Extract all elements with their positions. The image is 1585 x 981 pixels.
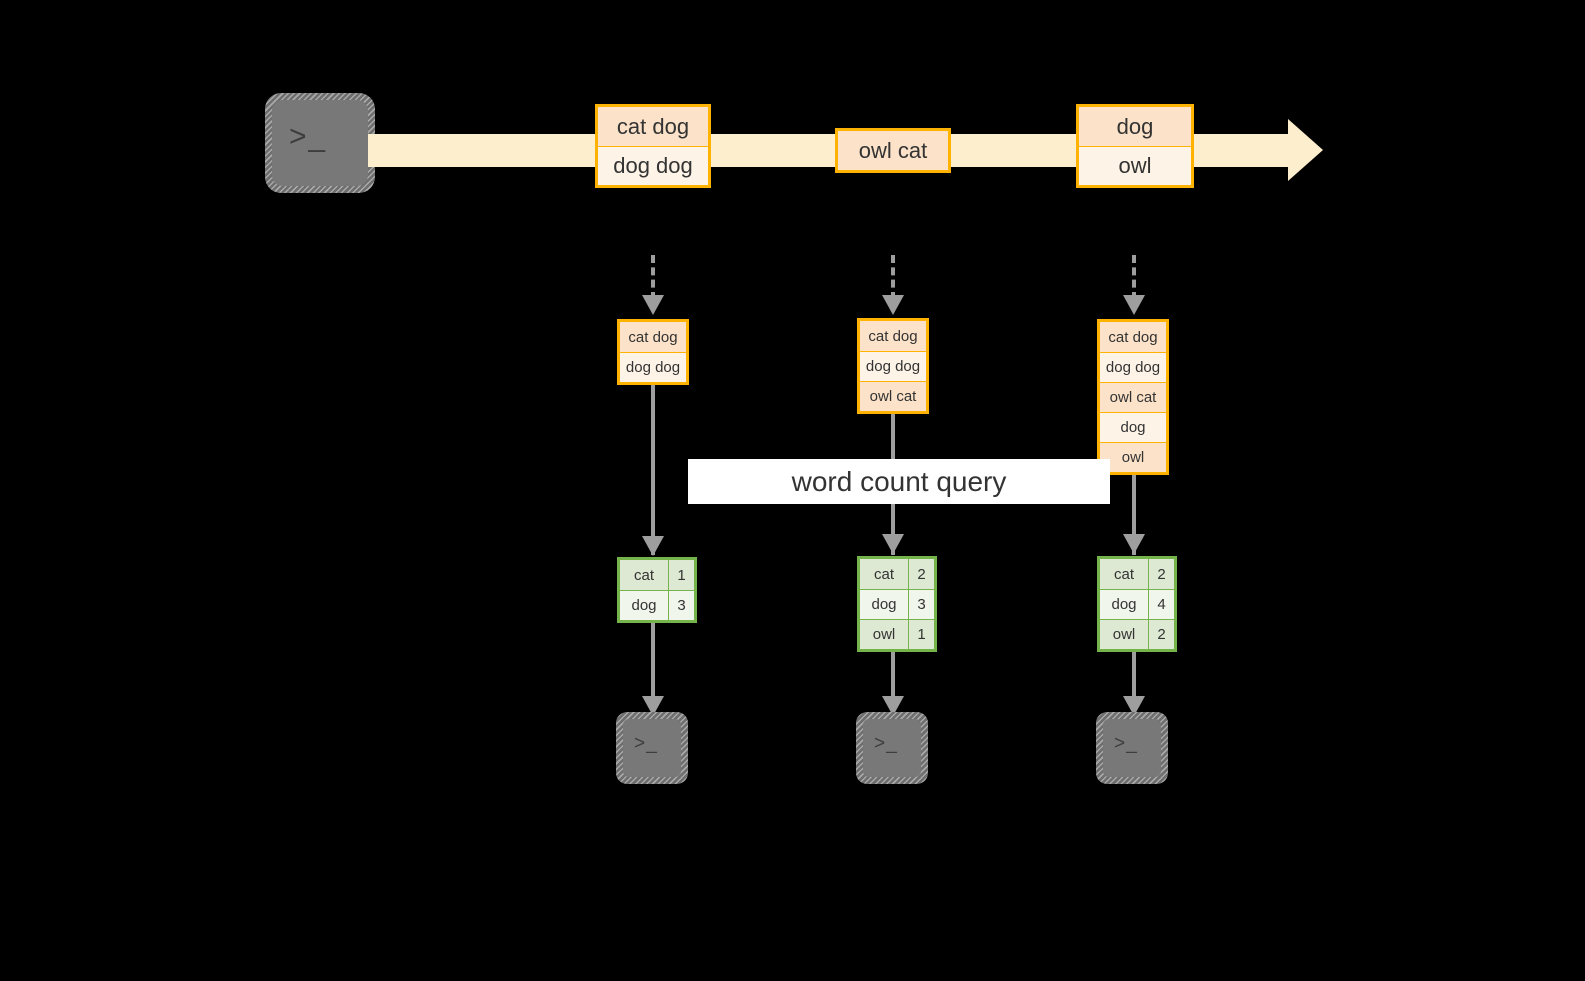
source-terminal-icon: >_ xyxy=(265,93,375,193)
result-word: dog xyxy=(1100,590,1148,619)
dashed-connector-batch-2 xyxy=(891,255,895,300)
stream-record-group-1: cat dog dog dog xyxy=(595,104,711,188)
connector-result-1-to-sink xyxy=(651,620,655,715)
terminal-screen: >_ xyxy=(863,719,921,777)
batch-record: cat dog xyxy=(1100,322,1166,352)
stream-record: dog dog xyxy=(598,146,708,185)
result-count: 1 xyxy=(668,560,694,590)
arrowhead-batch-3-input xyxy=(1123,295,1145,315)
result-word: dog xyxy=(620,591,668,620)
table-row: dog 3 xyxy=(620,590,694,620)
result-word: cat xyxy=(620,560,668,590)
stream-record: cat dog xyxy=(598,107,708,146)
table-row: owl 2 xyxy=(1100,619,1174,649)
table-row: cat 1 xyxy=(620,560,694,590)
table-row: dog 4 xyxy=(1100,589,1174,619)
result-word: owl xyxy=(1100,620,1148,649)
batch-1-input-records: cat dog dog dog xyxy=(617,319,689,385)
table-row: cat 2 xyxy=(860,559,934,589)
terminal-screen: >_ xyxy=(272,100,368,186)
sink-terminal-icon-3: >_ xyxy=(1096,712,1168,784)
result-word: cat xyxy=(860,559,908,589)
query-banner-label: word count query xyxy=(791,465,1007,497)
batch-3-input-records: cat dog dog dog owl cat dog owl xyxy=(1097,319,1169,475)
table-row: dog 3 xyxy=(860,589,934,619)
stream-record: owl xyxy=(1079,146,1191,185)
query-banner: word count query xyxy=(688,459,1110,504)
arrowhead-batch-1-result xyxy=(642,536,664,556)
result-count: 1 xyxy=(908,620,934,649)
result-count: 2 xyxy=(1148,559,1174,589)
dashed-connector-batch-3 xyxy=(1132,255,1136,300)
arrowhead-batch-3-result xyxy=(1123,534,1145,554)
stream-record: dog xyxy=(1079,107,1191,146)
result-count: 2 xyxy=(908,559,934,589)
stream-record: owl cat xyxy=(838,131,948,170)
stream-arrow-head-icon xyxy=(1288,119,1323,181)
connector-result-3-to-sink xyxy=(1132,650,1136,715)
stream-record-group-2: owl cat xyxy=(835,128,951,173)
connector-batch-3-to-result xyxy=(1132,475,1136,555)
connector-batch-1-to-result xyxy=(651,385,655,555)
result-count: 2 xyxy=(1148,620,1174,649)
terminal-screen: >_ xyxy=(1103,719,1161,777)
table-row: owl 1 xyxy=(860,619,934,649)
batch-record: owl cat xyxy=(860,381,926,411)
batch-2-input-records: cat dog dog dog owl cat xyxy=(857,318,929,414)
stream-record-group-3: dog owl xyxy=(1076,104,1194,188)
result-word: dog xyxy=(860,590,908,619)
batch-3-result-table: cat 2 dog 4 owl 2 xyxy=(1097,556,1177,652)
table-row: cat 2 xyxy=(1100,559,1174,589)
terminal-prompt-glyph: >_ xyxy=(289,120,327,153)
batch-record: cat dog xyxy=(620,322,686,352)
arrowhead-sink-2 xyxy=(882,696,904,716)
result-count: 3 xyxy=(668,591,694,620)
batch-record: cat dog xyxy=(860,321,926,351)
batch-2-result-table: cat 2 dog 3 owl 1 xyxy=(857,556,937,652)
result-count: 3 xyxy=(908,590,934,619)
batch-record: owl xyxy=(1100,442,1166,472)
batch-1-result-table: cat 1 dog 3 xyxy=(617,557,697,623)
batch-record: dog dog xyxy=(860,351,926,381)
arrowhead-batch-1-input xyxy=(642,295,664,315)
batch-record: dog dog xyxy=(620,352,686,382)
terminal-screen: >_ xyxy=(623,719,681,777)
terminal-prompt-glyph: >_ xyxy=(874,733,898,754)
arrowhead-sink-1 xyxy=(642,696,664,716)
arrowhead-batch-2-result xyxy=(882,534,904,554)
batch-record: dog xyxy=(1100,412,1166,442)
sink-terminal-icon-2: >_ xyxy=(856,712,928,784)
arrowhead-sink-3 xyxy=(1123,696,1145,716)
sink-terminal-icon-1: >_ xyxy=(616,712,688,784)
dashed-connector-batch-1 xyxy=(651,255,655,300)
batch-record: owl cat xyxy=(1100,382,1166,412)
result-count: 4 xyxy=(1148,590,1174,619)
terminal-prompt-glyph: >_ xyxy=(634,733,658,754)
result-word: owl xyxy=(860,620,908,649)
terminal-prompt-glyph: >_ xyxy=(1114,733,1138,754)
batch-record: dog dog xyxy=(1100,352,1166,382)
connector-result-2-to-sink xyxy=(891,650,895,715)
arrowhead-batch-2-input xyxy=(882,295,904,315)
result-word: cat xyxy=(1100,559,1148,589)
